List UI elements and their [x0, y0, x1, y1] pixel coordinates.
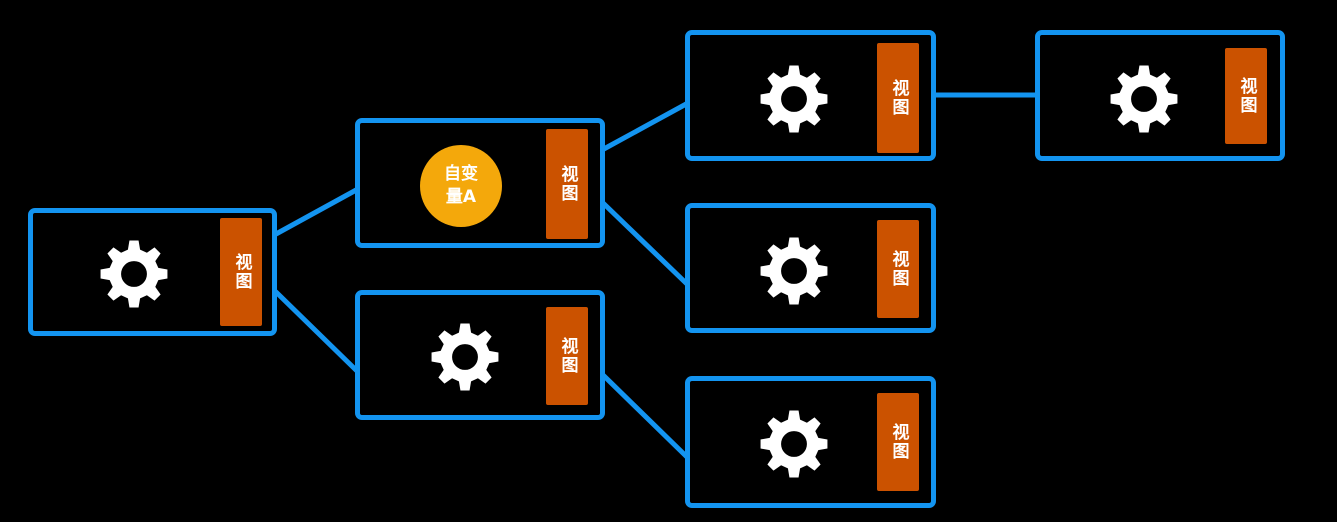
node-root[interactable]: 视图	[28, 208, 277, 336]
state-variable-label: 自变量A	[444, 164, 478, 207]
gear-icon	[1110, 65, 1178, 133]
gear-icon	[431, 323, 499, 391]
state-variable-circle: 自变量A	[420, 145, 502, 227]
view-label: 视图	[231, 253, 252, 291]
node-mid-top[interactable]: 自变量A 视图	[355, 118, 605, 248]
view-tag: 视图	[546, 129, 588, 239]
connector-mid-top-to-right-1	[599, 100, 691, 153]
connector-root-to-mid-bottom	[273, 289, 361, 375]
connector-root-to-mid-top	[273, 186, 361, 237]
view-label: 视图	[888, 79, 909, 117]
view-tag: 视图	[220, 218, 262, 326]
node-right-3[interactable]: 视图	[685, 376, 936, 508]
gear-icon	[760, 410, 828, 478]
view-label: 视图	[557, 165, 578, 203]
view-label: 视图	[888, 423, 909, 461]
view-label: 视图	[888, 250, 909, 288]
view-label: 视图	[557, 337, 578, 375]
connector-mid-bottom-to-right-3	[599, 371, 691, 461]
view-tag: 视图	[877, 43, 919, 153]
connector-mid-top-to-right-2	[599, 199, 691, 288]
gear-icon	[760, 65, 828, 133]
node-right-1[interactable]: 视图	[685, 30, 936, 161]
view-tag: 视图	[877, 220, 919, 318]
view-tag: 视图	[1225, 48, 1267, 144]
view-tag: 视图	[877, 393, 919, 491]
node-right-2[interactable]: 视图	[685, 203, 936, 333]
view-label: 视图	[1236, 77, 1257, 115]
view-tag: 视图	[546, 307, 588, 405]
gear-icon	[100, 240, 168, 308]
gear-icon	[760, 237, 828, 305]
node-far-right[interactable]: 视图	[1035, 30, 1285, 161]
node-mid-bottom[interactable]: 视图	[355, 290, 605, 420]
